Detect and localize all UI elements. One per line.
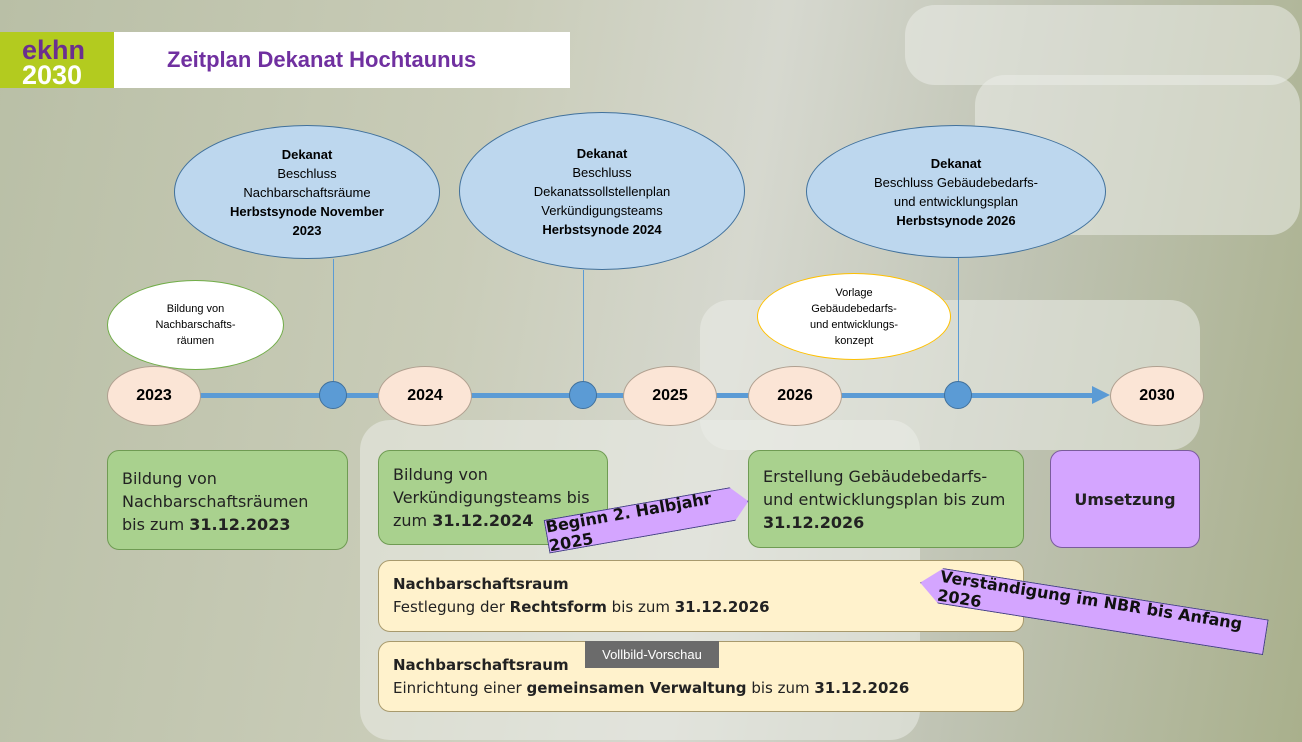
label: konzept [834, 334, 874, 347]
year-2024: 2024 [378, 366, 472, 426]
label: Bildung von [166, 303, 225, 315]
heading: Nachbarschaftsraum [393, 656, 569, 674]
label: gemeinsamen Verwaltung [526, 679, 747, 697]
timeline-dot [569, 381, 597, 409]
arrow-head-icon [1092, 386, 1110, 404]
label: bis zum [606, 598, 675, 616]
task-box-2023: Bildung von Nachbarschaftsräumen bis zum… [107, 450, 348, 550]
page-title: Zeitplan Dekanat Hochtaunus [114, 32, 570, 88]
label: Rechtsform [509, 598, 607, 616]
task-box-2026: Erstellung Gebäudebedarfs- und entwicklu… [748, 450, 1024, 548]
fullscreen-preview-tooltip[interactable]: Vollbild-Vorschau [585, 641, 719, 668]
label: Bildung von Nachbarschaftsräumen bis zum [122, 469, 309, 534]
label: Beschluss Gebäudebedarfs- [873, 174, 1039, 190]
timeline-dot [319, 381, 347, 409]
label: bis zum [746, 679, 815, 697]
connector-line [333, 259, 334, 395]
label: Dekanat [281, 146, 333, 162]
background-rock [905, 5, 1300, 85]
date: 31.12.2026 [674, 598, 770, 616]
date: 31.12.2023 [189, 515, 291, 534]
label: Nachbarschaftsräume [243, 184, 371, 200]
label: Dekanat [930, 155, 982, 171]
label: Nachbarschafts- [155, 319, 236, 331]
nbr-legal-form-box: Nachbarschaftsraum Festlegung der Rechts… [378, 560, 1024, 632]
label: Herbstsynode November [230, 203, 384, 219]
label: Einrichtung einer [393, 679, 527, 697]
label: Bildung von Verkündigungsteams bis zum [393, 465, 590, 530]
label: 2023 [292, 222, 322, 238]
connector-line [583, 270, 584, 395]
timeline-dot [944, 381, 972, 409]
year-2026: 2026 [748, 366, 842, 426]
label: räumen [176, 335, 215, 347]
logo-year: 2030 [22, 60, 83, 90]
label: Dekanatssollstellenplan [533, 183, 671, 199]
label: und entwicklungsplan [893, 193, 1019, 209]
connector-line [958, 258, 959, 395]
year-2023: 2023 [107, 366, 201, 426]
date: 31.12.2026 [814, 679, 910, 697]
label: Gebäudebedarfs- [811, 302, 897, 315]
label: Beschluss [277, 165, 337, 181]
label: und entwicklungs- [809, 318, 899, 331]
label: Vorlage [835, 286, 873, 299]
year-2025: 2025 [623, 366, 717, 426]
date: 31.12.2024 [432, 511, 534, 530]
label: Herbstsynode 2024 [542, 221, 662, 237]
label: Dekanat [576, 145, 628, 161]
year-2030: 2030 [1110, 366, 1204, 426]
heading: Nachbarschaftsraum [393, 575, 569, 593]
date: 31.12.2026 [763, 513, 865, 532]
label: Herbstsynode 2026 [896, 212, 1016, 228]
ekhn-logo: ekhn 2030 [0, 32, 114, 90]
logo-text: ekhn [22, 35, 86, 65]
label: Umsetzung [1074, 489, 1176, 509]
label: Beschluss [572, 164, 632, 180]
implementation-box: Umsetzung [1050, 450, 1200, 548]
label: Verkündigungsteams [541, 202, 663, 218]
label: Erstellung Gebäudebedarfs- und entwicklu… [763, 467, 1006, 509]
label: Festlegung der [393, 598, 510, 616]
